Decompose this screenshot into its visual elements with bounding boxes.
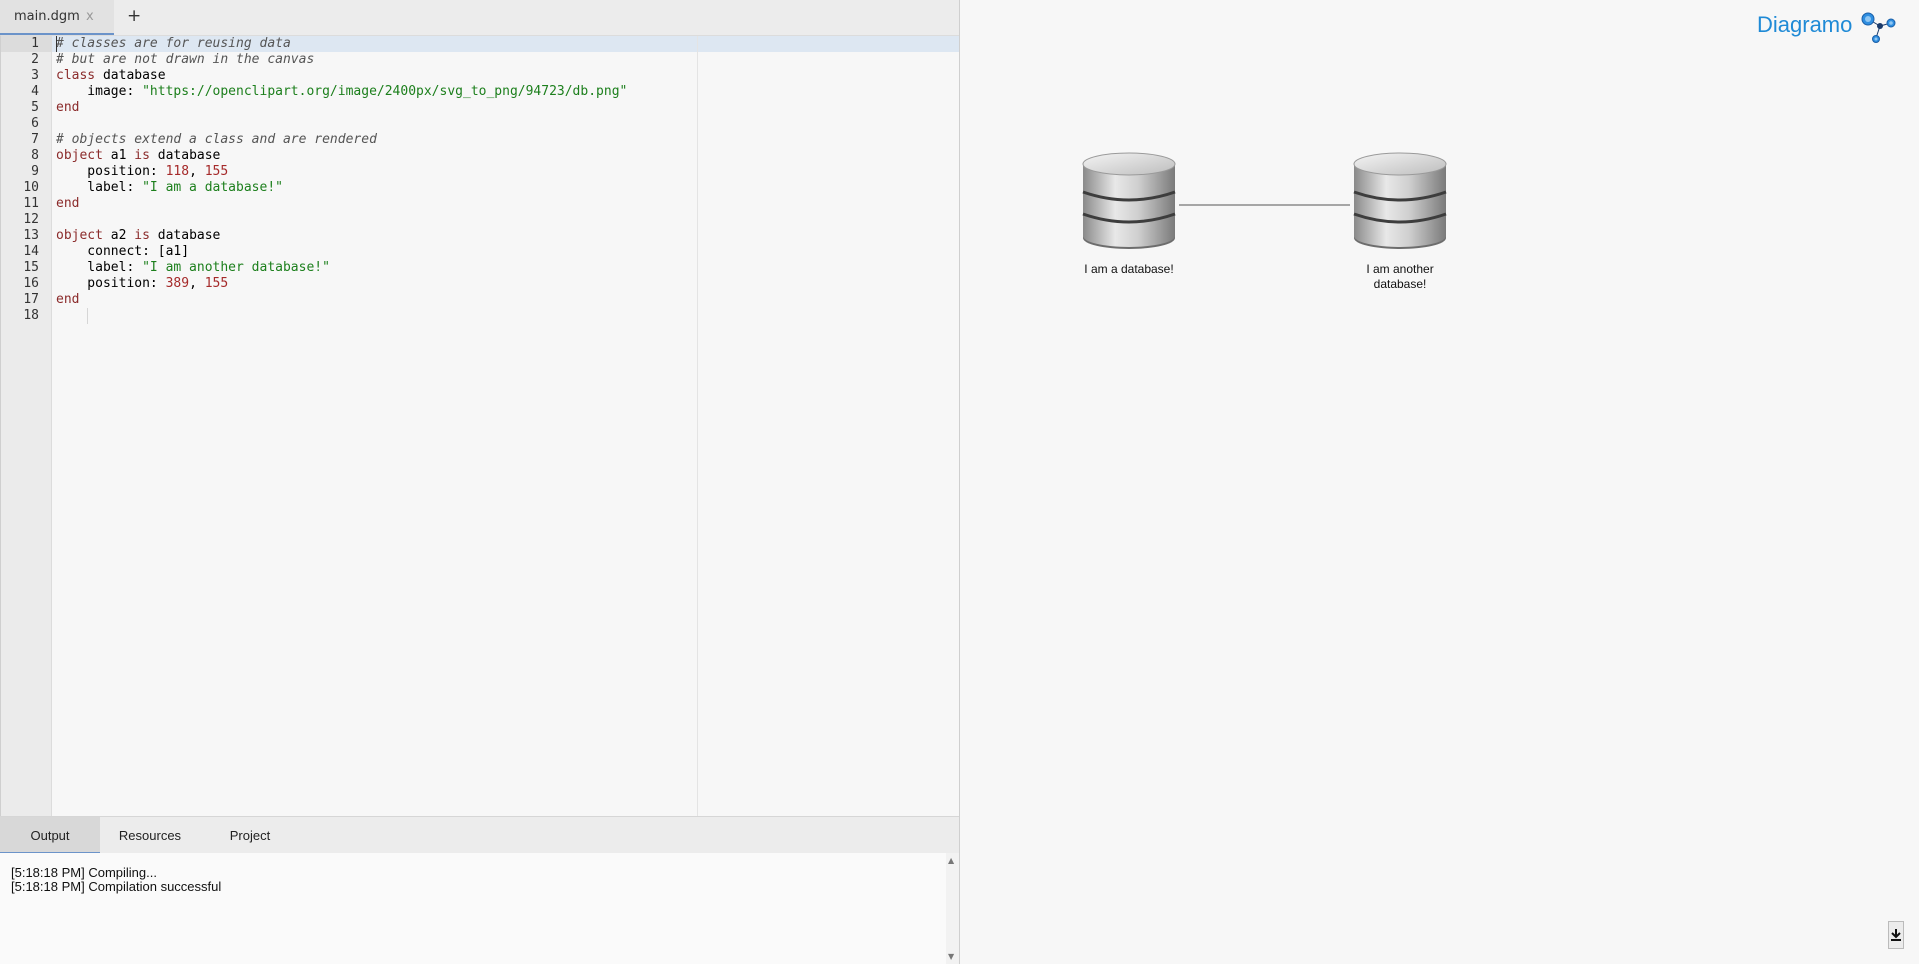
active-line-highlight [52, 36, 959, 52]
code-token: end [56, 196, 80, 211]
code-token: a1 [102, 148, 135, 163]
code-token: # but are not drawn in the canvas [56, 52, 315, 67]
code-token: position: [56, 164, 166, 179]
code-token: connect: [a1] [56, 244, 190, 259]
code-token: object [56, 148, 103, 163]
object-label-a1: I am a database! [1084, 262, 1174, 276]
code-token: 118 [165, 164, 190, 179]
code-token: database [149, 228, 221, 243]
line-number: 1 [31, 36, 39, 51]
line-number: 4 [31, 84, 39, 99]
code-token: 155 [204, 164, 229, 179]
line-number: 12 [23, 212, 39, 227]
file-tab-label: main.dgm [14, 9, 80, 24]
code-line[interactable]: end [56, 196, 79, 212]
close-tab-icon[interactable]: x [86, 9, 94, 24]
code-token: # objects extend a class and are rendere… [56, 132, 377, 147]
database-icon[interactable] [1352, 152, 1448, 250]
line-number: 13 [23, 228, 39, 243]
line-number: 17 [23, 292, 39, 307]
line-number: 2 [31, 52, 39, 67]
code-token: position: [56, 276, 166, 291]
database-icon[interactable] [1081, 152, 1177, 250]
code-token: , [189, 276, 205, 291]
code-token: "I am another database!" [142, 260, 330, 275]
new-tab-button[interactable]: + [127, 6, 142, 26]
code-token: # classes are for reusing data [56, 36, 291, 51]
connection-line[interactable] [960, 0, 1919, 300]
code-token: image: [56, 84, 143, 99]
code-line[interactable]: end [56, 100, 79, 116]
diagram-canvas[interactable]: Diagramo [960, 0, 1919, 964]
code-line[interactable]: class database [56, 68, 166, 84]
tab-resources[interactable]: Resources [118, 828, 182, 843]
code-line[interactable]: # but are not drawn in the canvas [56, 52, 314, 68]
download-icon [1891, 929, 1901, 941]
line-number: 14 [23, 244, 39, 259]
code-token: "I am a database!" [142, 180, 283, 195]
tab-output[interactable]: Output [0, 817, 100, 854]
code-token: database [95, 68, 166, 83]
code-token: object [56, 228, 103, 243]
log-line: [5:18:18 PM] Compiling... [11, 865, 157, 880]
code-token: 389 [165, 276, 190, 291]
code-line[interactable]: # objects extend a class and are rendere… [56, 132, 377, 148]
output-log: [5:18:18 PM] Compiling... [5:18:18 PM] C… [0, 853, 946, 964]
code-token: , [189, 164, 205, 179]
code-token: is [134, 148, 150, 163]
code-token: 155 [204, 276, 229, 291]
code-token: class [56, 68, 96, 83]
code-line[interactable]: label: "I am another database!" [56, 260, 330, 276]
code-token: is [134, 228, 150, 243]
active-line-gutter [1, 36, 51, 52]
code-token: database [149, 148, 221, 163]
print-margin [697, 36, 698, 817]
line-number: 6 [31, 116, 39, 131]
line-number: 8 [31, 148, 39, 163]
scroll-up-icon[interactable]: ▲ [948, 856, 955, 865]
text-cursor [56, 36, 57, 52]
code-text-area[interactable]: # classes are for reusing data# but are … [52, 36, 959, 817]
line-number: 5 [31, 100, 39, 115]
code-line[interactable]: # classes are for reusing data [56, 36, 291, 52]
code-line[interactable]: position: 389, 155 [56, 276, 228, 292]
code-token: a2 [102, 228, 135, 243]
code-token: label: [56, 260, 143, 275]
line-number: 15 [23, 260, 39, 275]
line-number: 11 [23, 196, 39, 211]
tab-project[interactable]: Project [229, 828, 271, 843]
line-number: 10 [23, 180, 39, 195]
code-line[interactable]: label: "I am a database!" [56, 180, 283, 196]
code-line[interactable]: position: 118, 155 [56, 164, 228, 180]
code-line[interactable]: image: "https://openclipart.org/image/24… [56, 84, 627, 100]
code-token: "https://openclipart.org/image/2400px/sv… [142, 84, 628, 99]
code-line[interactable]: connect: [a1] [56, 244, 189, 260]
editor-tabbar: main.dgm x + [0, 0, 959, 35]
code-token: end [56, 100, 80, 115]
object-label-a2: I am another database! [1366, 262, 1434, 291]
code-line[interactable]: object a1 is database [56, 148, 220, 164]
diagramo-logo-icon [1861, 12, 1896, 43]
line-number: 7 [31, 132, 39, 147]
scroll-down-icon[interactable]: ▼ [948, 952, 955, 961]
indent-guide [87, 308, 88, 324]
code-token: label: [56, 180, 143, 195]
line-number: 18 [23, 308, 39, 323]
code-line[interactable]: end [56, 292, 79, 308]
brand-title: Diagramo [1757, 12, 1853, 37]
code-token: end [56, 292, 80, 307]
export-button[interactable] [1888, 921, 1904, 949]
line-number: 3 [31, 68, 39, 83]
output-scrollbar[interactable]: ▲ ▼ [946, 853, 959, 964]
line-number: 9 [31, 164, 39, 179]
bottom-panel-tabs: Output Resources Project [0, 816, 959, 854]
code-line[interactable]: object a2 is database [56, 228, 220, 244]
line-number: 16 [23, 276, 39, 291]
file-tab-main[interactable]: main.dgm x [0, 0, 114, 35]
log-line: [5:18:18 PM] Compilation successful [11, 879, 222, 894]
